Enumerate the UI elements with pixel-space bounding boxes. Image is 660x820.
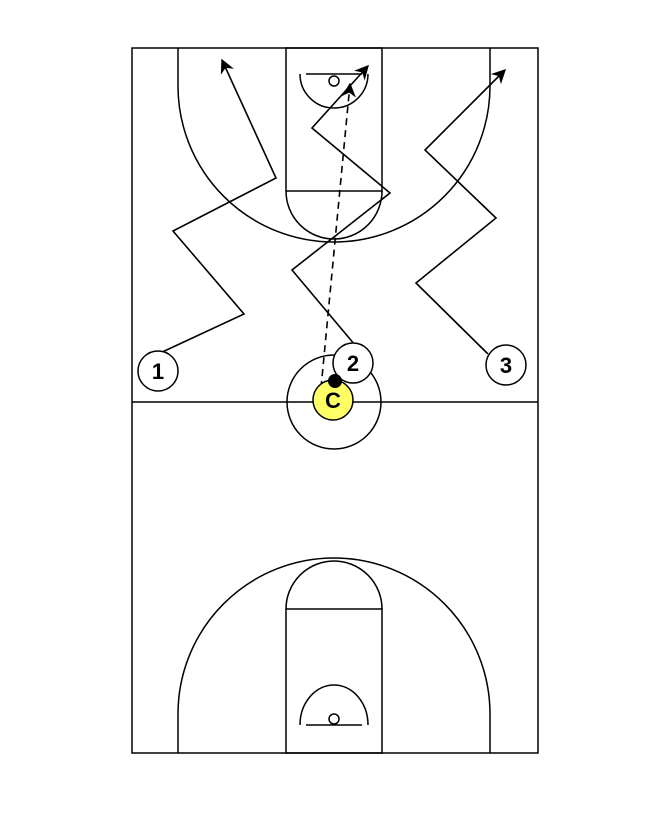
top-half-court	[177, 47, 491, 243]
coach-pass-path	[320, 82, 356, 389]
top-lane	[285, 47, 383, 192]
coach-label: C	[325, 388, 341, 413]
bottom-restricted-arc	[299, 684, 369, 726]
player-3-cut-path	[414, 68, 507, 355]
player-2-marker: 2	[332, 342, 374, 384]
bottom-rim	[328, 713, 340, 725]
top-rim	[328, 75, 340, 87]
player-2-label: 2	[347, 351, 359, 376]
player-1-cut-path	[157, 58, 278, 355]
bottom-free-throw-arc	[285, 560, 383, 610]
player-2-cut-path	[290, 64, 392, 346]
player-3-marker: 3	[485, 344, 527, 386]
top-restricted-arc	[299, 73, 369, 109]
player-1-marker: 1	[137, 350, 179, 392]
bottom-lane	[285, 608, 383, 754]
player-3-label: 3	[500, 353, 512, 378]
player-1-label: 1	[152, 359, 164, 384]
bottom-three-point-arc	[177, 557, 491, 753]
bottom-half-court	[177, 557, 491, 754]
top-three-point-arc	[177, 48, 491, 243]
coach-marker: C	[312, 379, 354, 421]
ball	[328, 374, 342, 388]
top-free-throw-arc	[285, 190, 383, 240]
